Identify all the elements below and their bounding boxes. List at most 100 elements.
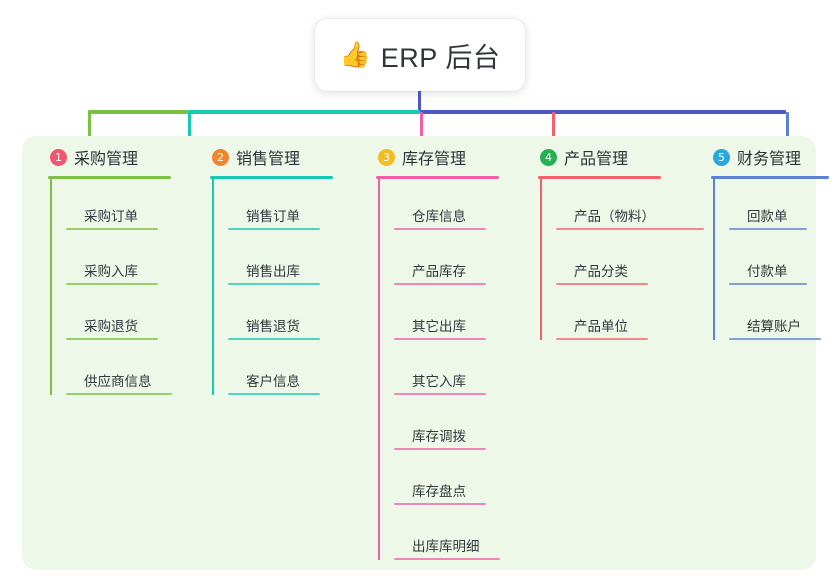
branch-item[interactable]: 供应商信息 [50,344,172,399]
branch-spine-line [212,179,214,395]
branch-item[interactable]: 销售订单 [212,179,333,234]
branch-item-rule [66,393,172,395]
branch-item[interactable]: 回款单 [713,179,829,234]
branch-spine-line [378,179,380,560]
branch-item-rule [394,503,486,505]
connector-segment-blue [420,110,786,114]
branch-item[interactable]: 付款单 [713,234,829,289]
branch-number-badge: 2 [212,148,229,166]
branch-column-4: 4 产品管理产品（物料） 产品分类产品单位 [524,144,704,344]
root-node-title: ERP 后台 [380,42,501,73]
branch-header-rule [48,176,171,179]
branch-item-rule [729,338,821,340]
branch-number-badge: 5 [713,148,730,166]
branch-title: 库存管理 [402,151,467,168]
branch-item-label: 销售退货 [246,319,300,334]
branch-item[interactable]: 采购退货 [50,289,171,344]
branch-header-rule [711,176,829,179]
branch-title: 产品管理 [564,151,629,168]
branch-spine-line [50,179,52,395]
branch-item-label: 销售出库 [246,264,300,279]
branch-item-rule [556,283,648,285]
branch-number-badge: 4 [540,148,557,166]
root-node[interactable]: 👍 ERP 后台 [315,19,525,91]
branch-item[interactable]: 库存盘点 [378,454,499,509]
branch-item-label: 采购入库 [84,264,138,279]
branch-header-3[interactable]: 3 库存管理 [362,144,499,170]
branch-header-4[interactable]: 4 产品管理 [524,144,661,170]
branch-item[interactable]: 产品（物料） [540,179,704,234]
branch-item-rule [556,228,704,230]
branch-title: 销售管理 [236,151,301,168]
branch-header-1[interactable]: 1 采购管理 [34,144,171,170]
branch-item-rule [394,393,486,395]
branch-item[interactable]: 库存调拨 [378,399,499,454]
branch-header-rule [376,176,499,179]
branch-drop-line-3 [420,112,423,146]
branch-item[interactable]: 采购订单 [50,179,171,234]
branch-item-label: 采购退货 [84,319,138,334]
branch-item-rule [729,283,807,285]
branch-item[interactable]: 仓库信息 [378,179,499,234]
branch-item-label: 客户信息 [246,374,300,389]
branch-item-label: 库存调拨 [412,429,466,444]
branch-column-1: 1 采购管理采购订单采购入库采购退货供应商信息 [34,144,172,399]
branch-item-rule [394,338,486,340]
branch-item-label: 其它出库 [412,319,466,334]
branch-item-label: 出库库明细 [412,539,480,554]
branch-spine-line [540,179,542,340]
branch-item-rule [394,558,500,560]
branch-item-list: 产品（物料） 产品分类产品单位 [524,179,704,344]
branch-drop-line-4 [552,112,555,146]
branch-item-list: 销售订单销售出库销售退货客户信息 [196,179,333,399]
branch-item-rule [394,448,486,450]
thumbs-up-icon: 👍 [339,40,371,69]
branch-item[interactable]: 销售退货 [212,289,333,344]
branch-item-label: 采购订单 [84,209,138,224]
branch-number-badge: 1 [50,148,67,166]
branch-item[interactable]: 产品分类 [540,234,661,289]
branch-drop-line-2 [188,112,191,146]
branch-drop-line-1 [88,112,91,146]
branch-item[interactable]: 产品库存 [378,234,499,289]
connector-segment-teal [188,110,420,114]
branch-number-badge: 3 [378,148,395,166]
branch-item-label: 供应商信息 [84,374,152,389]
branch-item[interactable]: 客户信息 [212,344,333,399]
root-connector-line [418,91,421,113]
branch-spine-line [713,179,715,340]
branch-item-label: 产品分类 [574,264,628,279]
branch-title: 采购管理 [74,151,139,168]
branch-item-label: 仓库信息 [412,209,466,224]
branches-panel [22,136,816,570]
branch-item[interactable]: 其它出库 [378,289,499,344]
branch-item[interactable]: 采购入库 [50,234,171,289]
branch-item-rule [228,338,320,340]
branch-item-rule [228,228,320,230]
branch-item[interactable]: 结算账户 [713,289,829,344]
branch-item-label: 回款单 [747,209,788,224]
branch-item-label: 产品（物料） [574,209,655,224]
branch-item-rule [556,338,648,340]
branch-item-list: 采购订单采购入库采购退货供应商信息 [34,179,172,399]
branch-item-label: 其它入库 [412,374,466,389]
branch-item-rule [228,393,320,395]
branch-item-rule [729,228,807,230]
branch-item-label: 产品库存 [412,264,466,279]
branch-item-list: 仓库信息产品库存其它出库其它入库库存调拨库存盘点出库库明细 [362,179,500,564]
branch-item[interactable]: 出库库明细 [378,509,500,564]
branch-column-2: 2 销售管理销售订单销售出库销售退货客户信息 [196,144,333,399]
branch-header-rule [210,176,333,179]
branch-item-rule [228,283,320,285]
branch-item[interactable]: 销售出库 [212,234,333,289]
branch-header-2[interactable]: 2 销售管理 [196,144,333,170]
branch-item[interactable]: 产品单位 [540,289,661,344]
branch-item-label: 库存盘点 [412,484,466,499]
branch-item[interactable]: 其它入库 [378,344,499,399]
branch-item-label: 产品单位 [574,319,628,334]
branch-header-rule [538,176,661,179]
branch-item-rule [394,228,486,230]
